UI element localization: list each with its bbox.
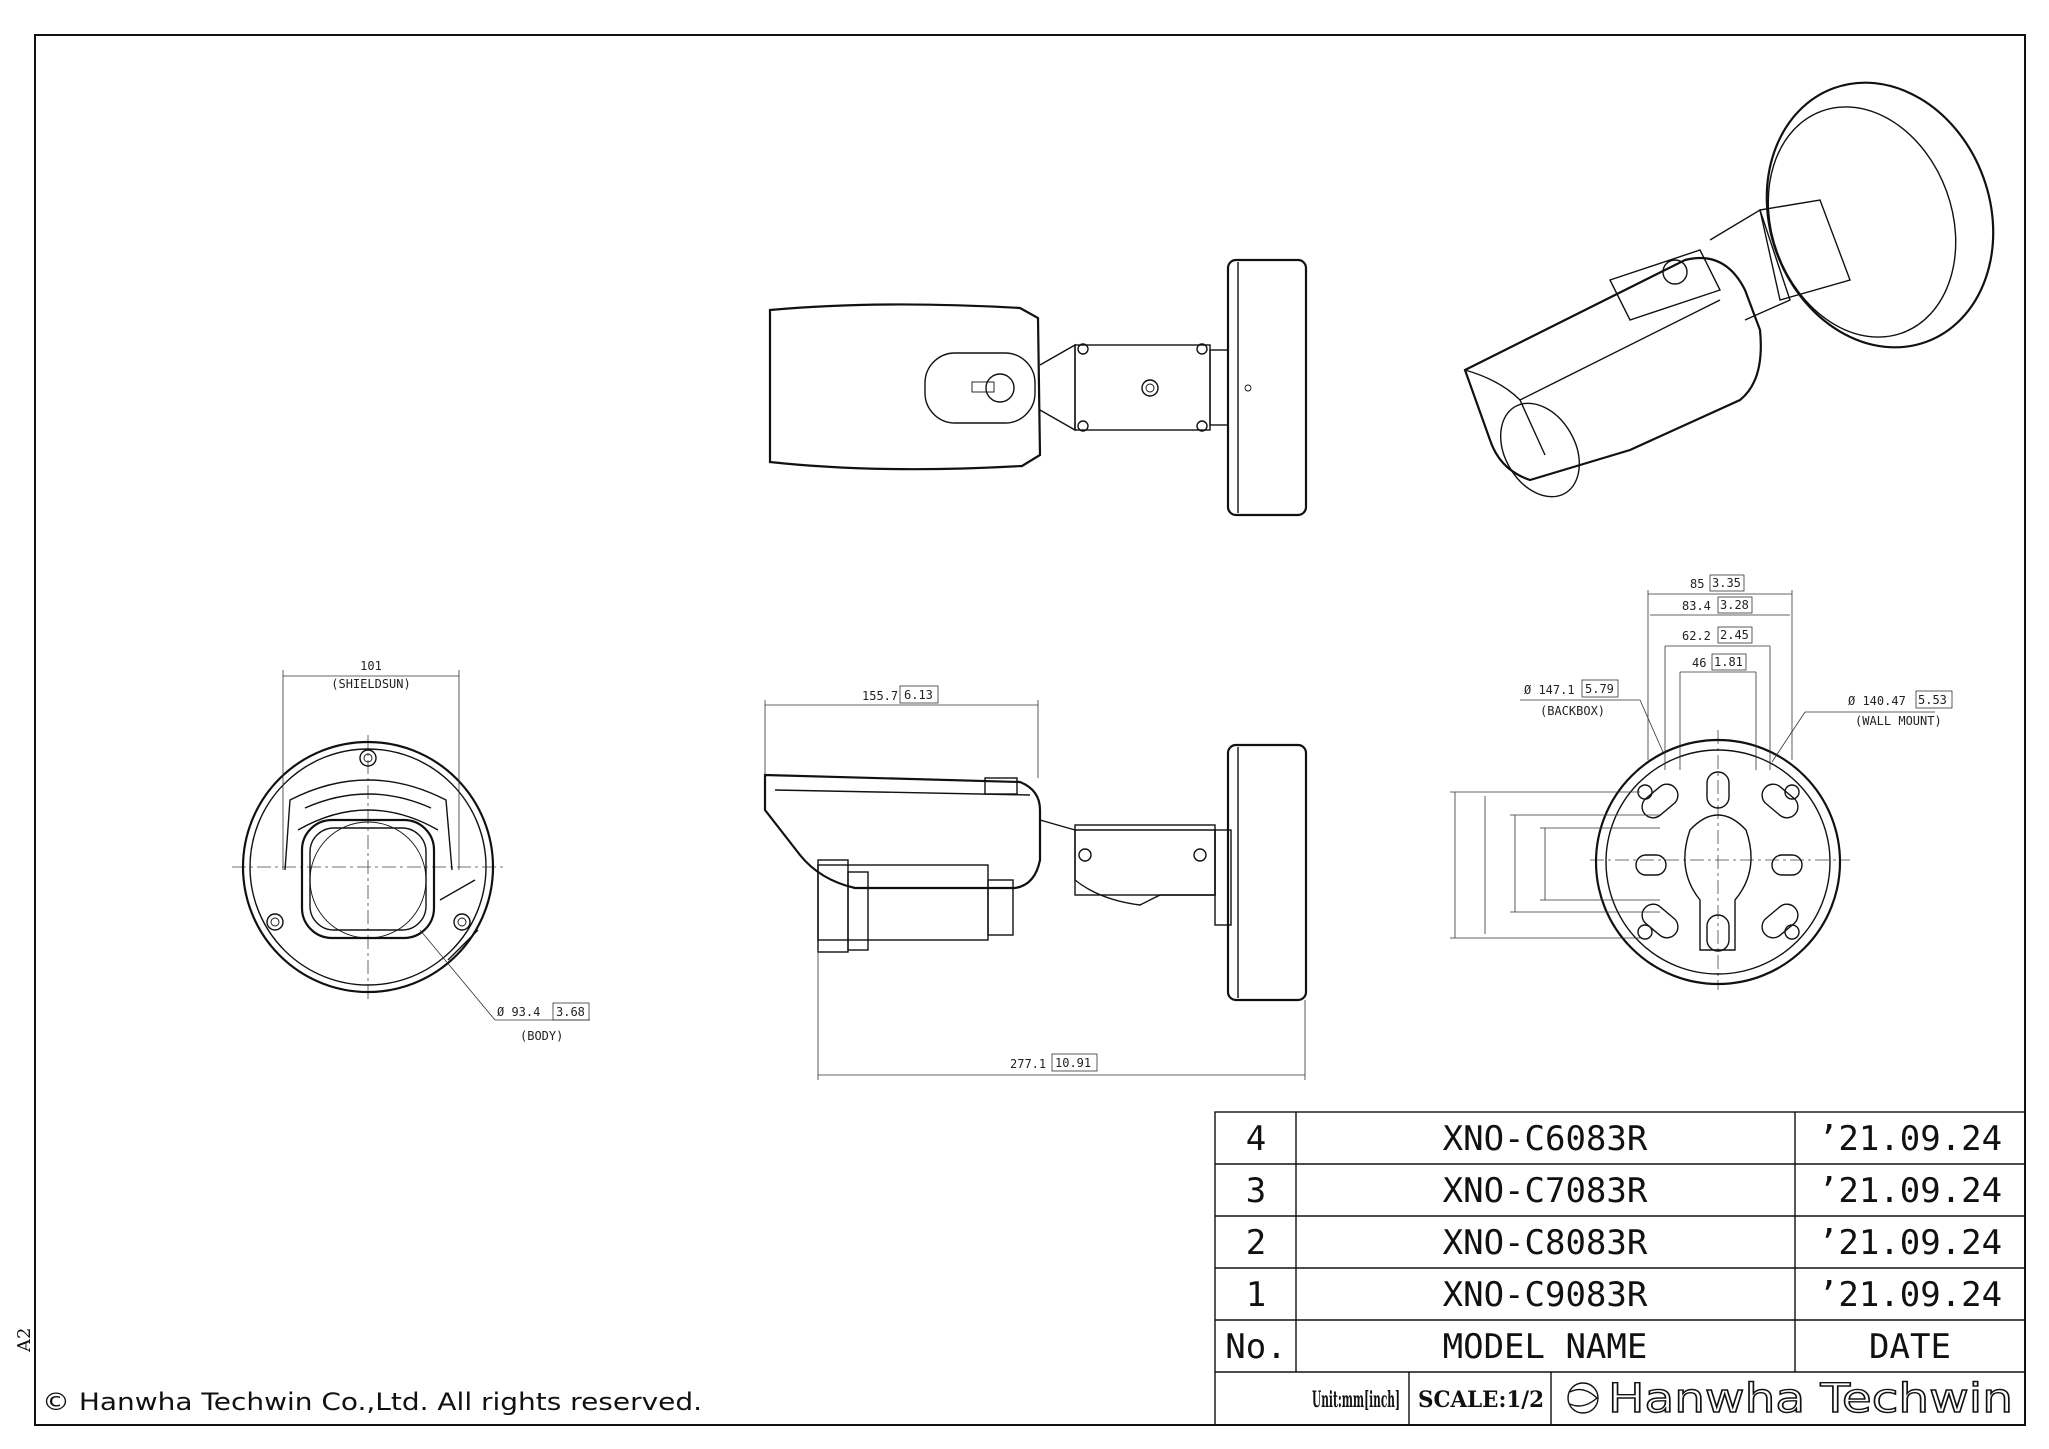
header-date: DATE	[1869, 1327, 1951, 1367]
sheet-border	[34, 34, 2026, 1426]
row-model: XNO-C8083R	[1443, 1223, 1648, 1263]
body-note: (BODY)	[520, 1029, 563, 1043]
isometric-view	[1463, 81, 1995, 498]
body-dia-inch: 3.68	[556, 1005, 585, 1019]
row-model: XNO-C6083R	[1443, 1119, 1648, 1159]
front-width-note: (SHIELDSUN)	[331, 677, 410, 691]
row-no: 1	[1246, 1275, 1266, 1315]
wall-note: (WALL MOUNT)	[1855, 714, 1942, 728]
brand-name: Hanwha Techwin	[1608, 1376, 2013, 1422]
sheet-size-label: A2	[14, 1328, 35, 1353]
mount-dim-83-inch: 3.28	[1720, 598, 1749, 612]
row-date: ’21.09.24	[1818, 1275, 2002, 1315]
row-date: ’21.09.24	[1818, 1119, 2002, 1159]
header-no: No.	[1225, 1327, 1286, 1367]
mount-dim-85-inch: 3.35	[1712, 576, 1741, 590]
row-no: 4	[1246, 1119, 1266, 1159]
hanwha-logo-icon	[1567, 1382, 1599, 1414]
front-view: 101 (SHIELDSUN) Ø 93.4 3.68 (BODY)	[232, 659, 590, 1043]
mount-dim-62: 62.2	[1682, 629, 1711, 643]
mount-dim-85: 85	[1690, 577, 1704, 591]
mount-view: 85 3.35 83.4 3.28 62.2 2.45 46 1.81 Ø	[1450, 574, 1953, 990]
side-view: 155.7 6.13 277.1 10.91	[763, 685, 1308, 1080]
mount-dim-62-inch: 2.45	[1720, 628, 1749, 642]
backbox-dia: Ø 147.1	[1524, 683, 1575, 697]
row-no: 2	[1246, 1223, 1266, 1263]
row-date: ’21.09.24	[1818, 1171, 2002, 1211]
backbox-dia-inch: 5.79	[1585, 682, 1614, 696]
mount-dim-83: 83.4	[1682, 599, 1711, 613]
wall-dia: Ø 140.47	[1848, 694, 1906, 708]
backbox-note: (BACKBOX)	[1540, 704, 1605, 718]
row-date: ’21.09.24	[1818, 1223, 2002, 1263]
side-depth-label: 155.7	[862, 689, 898, 703]
mount-dim-46-inch: 1.81	[1714, 655, 1743, 669]
side-length-inch: 10.91	[1055, 1056, 1091, 1070]
side-depth-inch: 6.13	[904, 688, 933, 702]
header-model: MODEL NAME	[1443, 1327, 1648, 1367]
side-length-label: 277.1	[1010, 1057, 1046, 1071]
title-block: 4 XNO-C6083R ’21.09.24 3 XNO-C7083R ’21.…	[1214, 1111, 2026, 1426]
row-model: XNO-C9083R	[1443, 1275, 1648, 1315]
wall-dia-inch: 5.53	[1918, 693, 1947, 707]
body-dia-label: Ø 93.4	[497, 1005, 540, 1019]
unit-label: Unit:mm[inch]	[1312, 1387, 1400, 1413]
row-model: XNO-C7083R	[1443, 1171, 1648, 1211]
row-no: 3	[1246, 1171, 1266, 1211]
top-view	[768, 258, 1308, 517]
front-width-label: 101	[360, 659, 382, 673]
scale-label: SCALE:1/2	[1418, 1387, 1544, 1413]
copyright-text: © Hanwha Techwin Co.,Ltd. All rights res…	[42, 1388, 702, 1416]
mount-dim-46: 46	[1692, 656, 1706, 670]
